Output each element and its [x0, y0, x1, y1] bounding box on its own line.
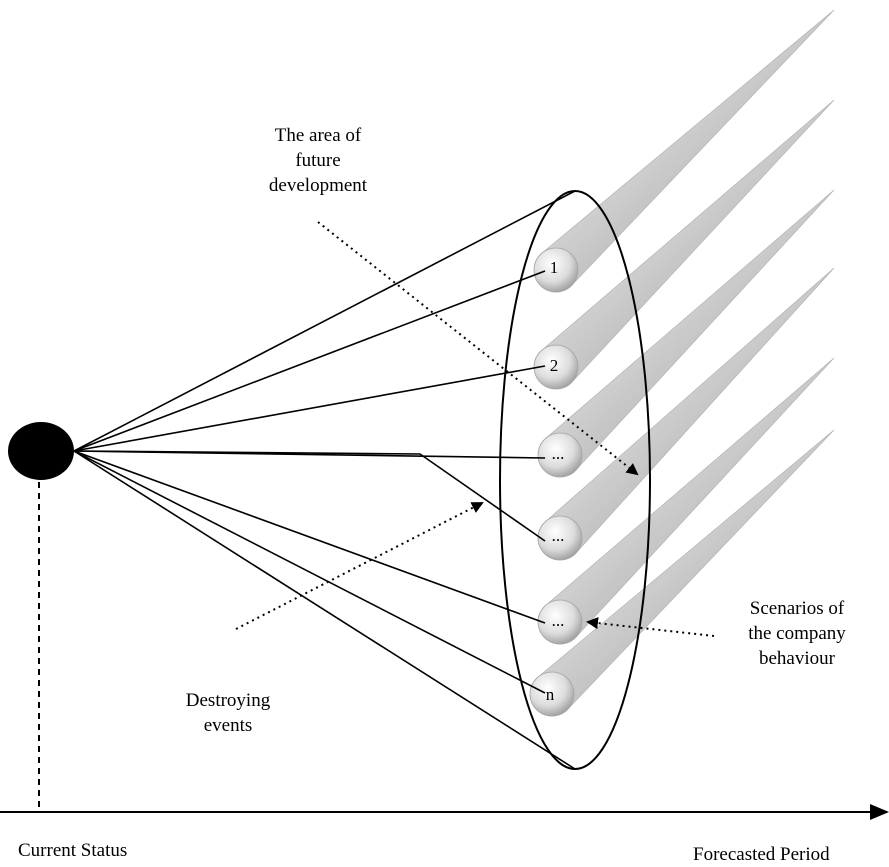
scenarios-label: Scenarios of the company behaviour: [712, 596, 882, 671]
scenario-cone-cap-5: [537, 599, 583, 645]
scenario-1-label: 1: [549, 258, 559, 277]
scenario-n-label: n: [545, 685, 555, 704]
scenario-cone-cap-6: [529, 671, 575, 717]
scenarios-line-3: behaviour: [759, 648, 835, 669]
future-area-line-3: development: [268, 175, 368, 196]
current-status-node: [8, 422, 74, 480]
future-area-label: The area of future development: [228, 123, 408, 198]
scenario-cone-cap-3: [537, 432, 583, 478]
forecasted-period-label: Forecasted Period: [693, 844, 830, 865]
destroying-events-label: Destroying events: [148, 688, 308, 738]
scenario-cone-cap-2: [533, 344, 579, 390]
scenario-cones: [529, 9, 835, 717]
future-area-pointer: [317, 221, 639, 476]
destroying-line-1: Destroying: [185, 690, 271, 711]
destroying-events-pointer: [235, 502, 484, 630]
scenarios-line-1: Scenarios of: [749, 598, 845, 619]
time-axis-arrowhead: [870, 804, 889, 820]
future-area-line-2: future: [295, 150, 341, 171]
scenario-paths: [73, 190, 576, 770]
scenario-5-label: ...: [551, 611, 565, 630]
destroying-line-2: events: [203, 715, 253, 736]
scenario-cone-cap-4: [537, 515, 583, 561]
future-area-line-1: The area of: [274, 125, 362, 146]
current-status-label: Current Status: [18, 840, 128, 861]
scenario-2-label: 2: [549, 356, 559, 375]
scenario-cone-cap-1: [533, 247, 579, 293]
scenarios-line-2: the company: [748, 623, 846, 644]
scenario-4-label: ...: [551, 526, 565, 545]
scenario-3-label: ...: [551, 444, 565, 463]
